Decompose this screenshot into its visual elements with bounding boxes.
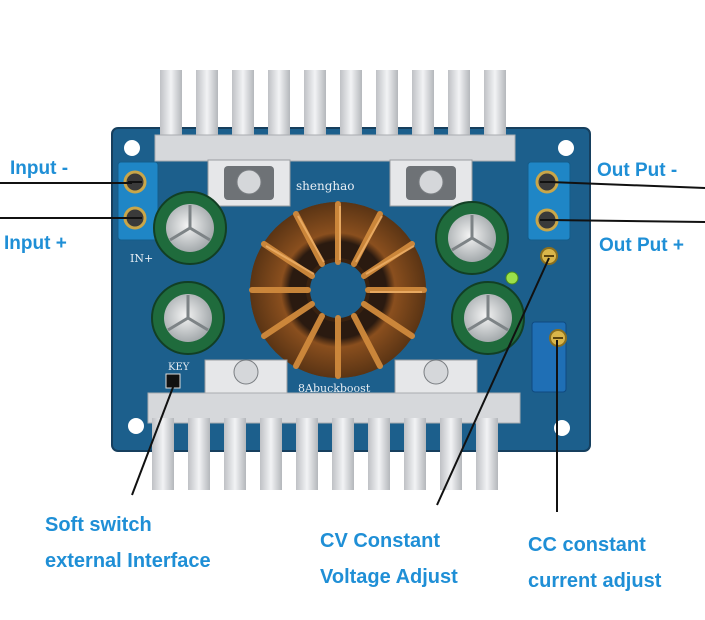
soft-switch-line — [131, 381, 176, 496]
input-terminal-block — [117, 161, 159, 241]
cv-adjust-label: CV Constant Voltage Adjust — [320, 523, 458, 595]
input-minus-label: Input - — [10, 158, 69, 179]
cc-adjust-label: CC constant current adjust — [528, 527, 661, 599]
mount-hole — [128, 418, 144, 434]
output-minus-line — [549, 181, 705, 189]
bottom-heatsink — [147, 392, 521, 490]
callout-lines — [0, 181, 705, 512]
mosfet-top-right — [389, 159, 473, 207]
output-terminal-block — [527, 161, 571, 241]
cv-line — [436, 257, 550, 506]
toroid-inductor — [249, 201, 427, 379]
output-plus-line — [549, 219, 705, 223]
top-heatsink — [154, 70, 516, 162]
cc-line-2: current adjust — [528, 570, 662, 592]
output-plus-label: Out Put + — [599, 235, 684, 256]
capacitor-left-top — [153, 191, 227, 265]
mount-hole — [558, 140, 574, 156]
input-plus-label: Input + — [4, 233, 67, 254]
capacitor-right-top — [435, 201, 509, 275]
cc-line-1: CC constant — [528, 534, 646, 556]
board-brand-text: shenghao — [296, 179, 355, 193]
soft-switch-line-2: external Interface — [45, 550, 211, 572]
cv-line-2: Voltage Adjust — [320, 566, 458, 588]
cv-line-1: CV Constant — [320, 530, 440, 552]
mosfet-top-left — [207, 159, 291, 207]
capacitor-left-bottom — [151, 281, 225, 355]
soft-switch-line-1: Soft switch — [45, 514, 152, 536]
board-in-plus-text: IN+ — [130, 252, 153, 265]
mount-hole — [124, 140, 140, 156]
capacitor-right-bottom — [451, 281, 525, 355]
output-minus-label: Out Put - — [597, 160, 678, 181]
board-model-text: 8Abuckboost — [298, 382, 371, 395]
board-key-text: KEY — [168, 362, 190, 373]
cc-potentiometer — [531, 321, 567, 393]
cv-potentiometer — [540, 247, 558, 265]
soft-switch-label: Soft switch external Interface — [45, 507, 211, 579]
status-led — [505, 271, 519, 285]
